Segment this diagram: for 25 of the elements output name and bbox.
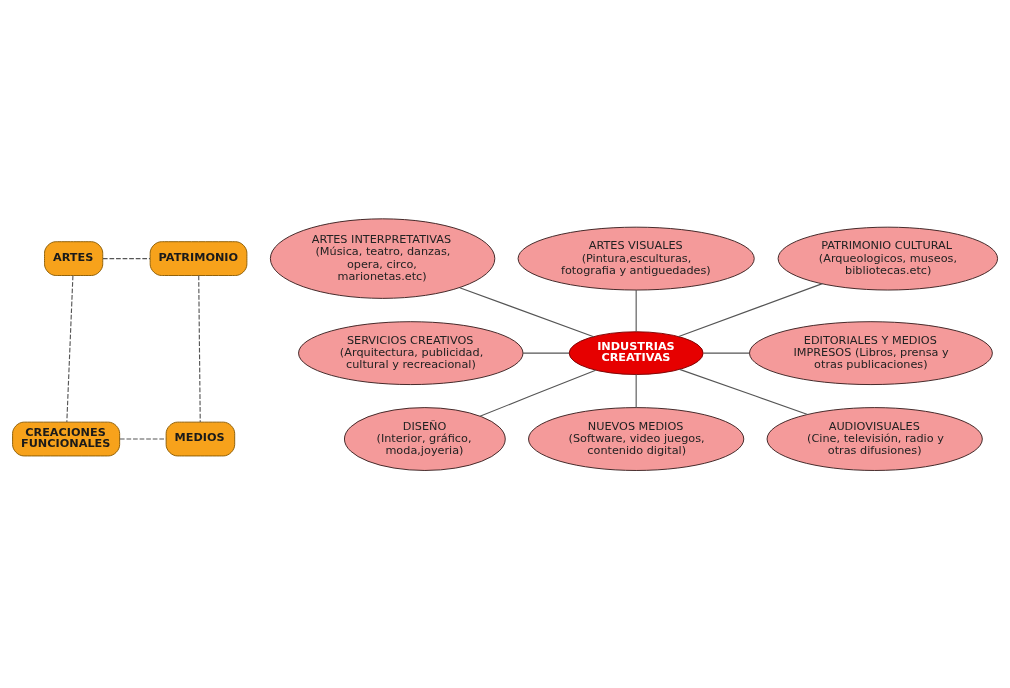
connector bbox=[522, 352, 570, 354]
connector bbox=[66, 274, 74, 423]
connector bbox=[678, 282, 823, 337]
connector bbox=[459, 286, 595, 337]
node-ellipse: INDUSTRIAS CREATIVAS bbox=[568, 330, 704, 375]
connector bbox=[102, 257, 151, 259]
connector bbox=[635, 373, 637, 408]
connector bbox=[679, 368, 809, 415]
connector bbox=[479, 369, 597, 417]
node-ellipse: SERVICIOS CREATIVOS (Arquitectura, publicidad, cultural y recreacional) bbox=[298, 320, 524, 385]
connector bbox=[198, 274, 201, 423]
connector bbox=[119, 437, 167, 440]
node-ellipse: DISEÑO (Interior, gráfico, moda,joyeria) bbox=[343, 406, 506, 471]
connector bbox=[635, 288, 637, 332]
node-box: ARTES bbox=[44, 240, 104, 276]
node-ellipse: ARTES VISUALES (Pintura,esculturas, fotografia y antiguedades) bbox=[517, 226, 755, 290]
node-ellipse: ARTES INTERPRETATIVAS (Música, teatro, danzas, opera, circo, marionetas.etc) bbox=[269, 217, 496, 299]
node-box: MEDIOS bbox=[165, 421, 236, 456]
node-ellipse: EDITORIALES Y MEDIOS IMPRESOS (Libros, prensa y otras publicaciones) bbox=[749, 320, 993, 385]
connector bbox=[703, 352, 750, 354]
node-ellipse: AUDIOVISUALES (Cine, televisión, radio y otras difusiones) bbox=[766, 406, 983, 471]
node-box: CREACIONES FUNCIONALES bbox=[12, 421, 121, 456]
node-ellipse: PATRIMONIO CULTURAL (Arqueologicos, museos, bibliotecas.etc) bbox=[777, 226, 999, 290]
node-ellipse: NUEVOS MEDIOS (Software, video juegos, contenido digital) bbox=[528, 406, 745, 471]
node-box: PATRIMONIO bbox=[149, 240, 248, 276]
